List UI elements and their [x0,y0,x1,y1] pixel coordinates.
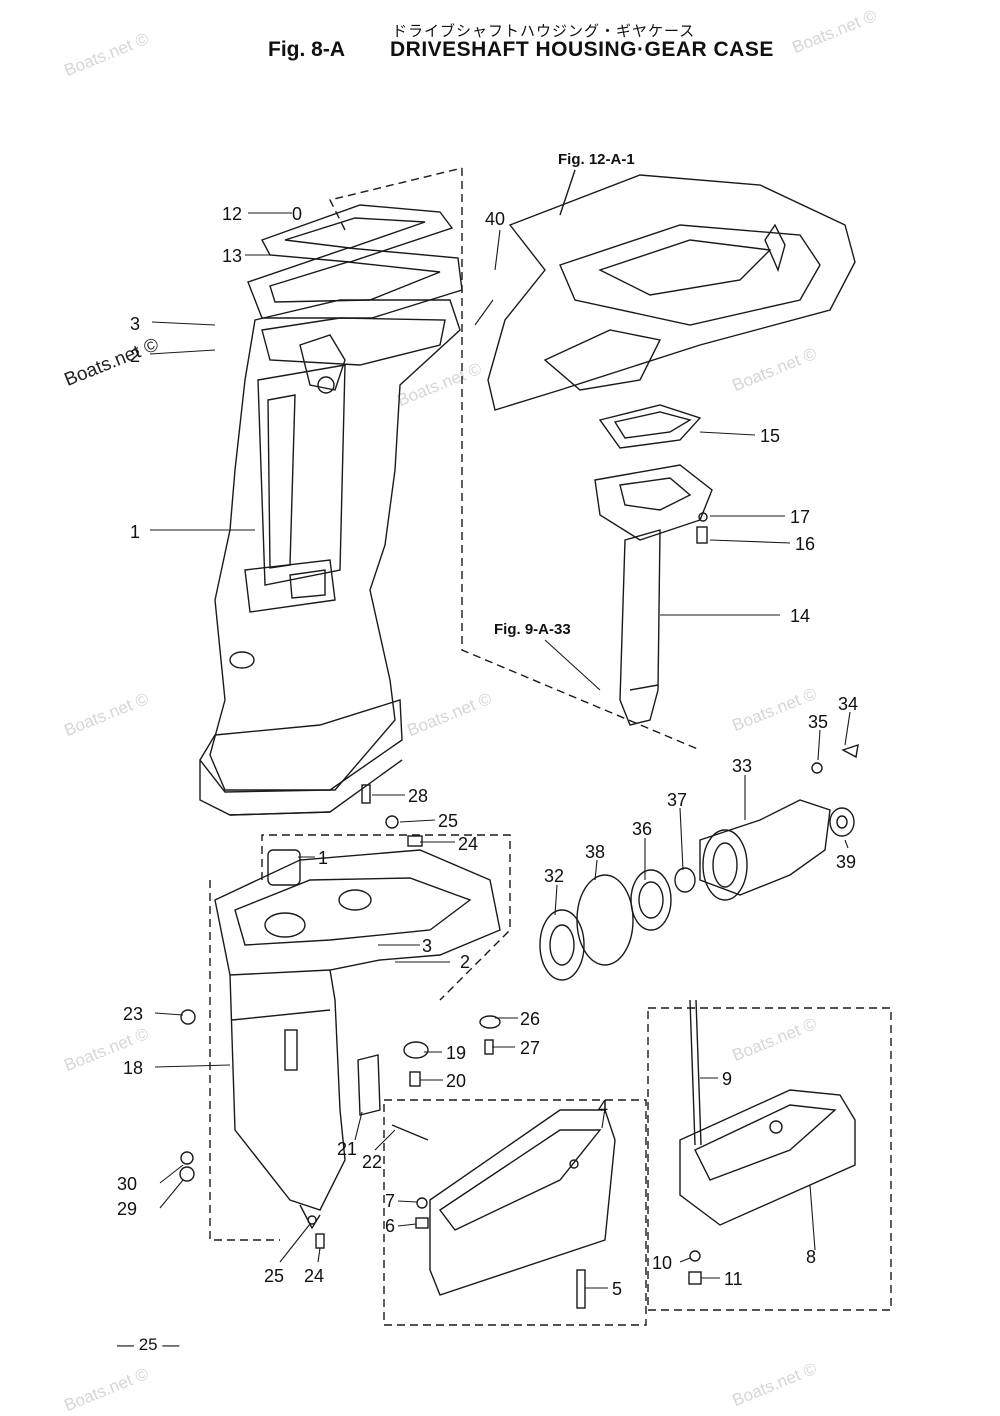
callout-35: 35 [808,712,828,732]
callout-26: 26 [520,1009,540,1029]
callout-40: 40 [485,209,505,229]
callout-30: 30 [117,1174,137,1194]
callout-9: 9 [722,1069,732,1089]
callout-2: 2 [130,346,140,366]
callout-4: 4 [598,1097,608,1117]
figure-reference-12-a-1: Fig. 12-A-1 [558,151,635,168]
callout-25: 25 [438,811,458,831]
callout-2-lower: 2 [460,952,470,972]
japanese-title: ドライブシャフトハウジング・ギヤケース [392,23,696,40]
driveshaft-housing [199,204,463,816]
callout-15: 15 [760,426,780,446]
callout-39: 39 [836,852,856,872]
callout-28: 28 [408,786,428,806]
callout-13: 13 [222,246,242,266]
callout-17: 17 [790,507,810,527]
figure-reference-9-a-33: Fig. 9-A-33 [494,621,571,638]
exhaust-tube-assembly [594,404,713,726]
gear-case [179,784,501,1249]
gear-case-frame [261,834,511,1001]
callout-38: 38 [585,842,605,862]
callout-3-lower: 3 [422,936,432,956]
page-title: DRIVESHAFT HOUSING·GEAR CASE [390,38,774,61]
callout-24-lower: 24 [304,1266,324,1286]
callout-7: 7 [385,1191,395,1211]
reference-frame-line [461,168,701,751]
bottom-cowl-reference [487,169,856,411]
gear-case-frame [209,880,280,1241]
callout-36: 36 [632,819,652,839]
callout-1: 1 [130,522,140,542]
leader-lines [149,212,851,1289]
callout-12: 12 [222,204,242,224]
callout-20: 20 [446,1071,466,1091]
figure-number: Fig. 8-A [268,38,345,61]
callout-14: 14 [790,606,810,626]
callout-25-lower: 25 [264,1266,284,1286]
callout-10: 10 [652,1253,672,1273]
callout-8: 8 [806,1247,816,1267]
callout-6: 6 [385,1216,395,1236]
callout-37: 37 [667,790,687,810]
water-pump-group [539,743,859,981]
callout-3: 3 [130,314,140,334]
callout-5: 5 [612,1279,622,1299]
callout-33: 33 [732,756,752,776]
callout-29: 29 [117,1199,137,1219]
callout-24: 24 [458,834,478,854]
callout-1-lower: 1 [318,848,328,868]
callout-16: 16 [795,534,815,554]
callout-34: 34 [838,694,858,714]
callout-22: 22 [362,1152,382,1172]
gear-case-extension-8 [679,999,856,1285]
callout-19: 19 [446,1043,466,1063]
gear-case-extension-4 [415,1109,616,1309]
callout-32: 32 [544,866,564,886]
callout-18: 18 [123,1058,143,1078]
extension-4-frame [383,1099,647,1326]
page-number: — 25 — [117,1335,180,1354]
callout-12-suffix: 0 [292,204,302,224]
reference-frame-line [328,167,463,231]
callout-11: 11 [724,1269,743,1289]
extension-8-frame [647,1007,892,1311]
callout-21: 21 [337,1139,357,1159]
callout-27: 27 [520,1038,540,1058]
callout-23: 23 [123,1004,143,1024]
